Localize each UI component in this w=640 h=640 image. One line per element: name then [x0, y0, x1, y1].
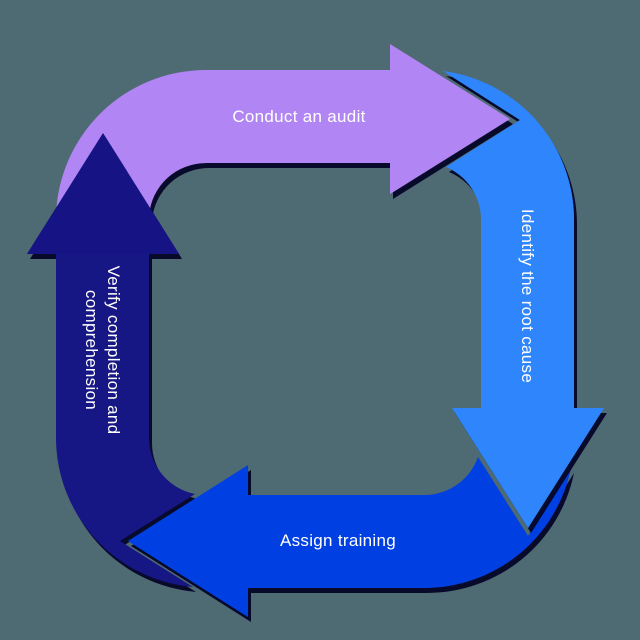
arrow-assign-training — [128, 457, 571, 617]
arrow-conduct-audit — [56, 44, 510, 216]
arrow-identify-root-cause — [443, 71, 604, 528]
arrow-verify-head-overlay — [27, 133, 179, 254]
